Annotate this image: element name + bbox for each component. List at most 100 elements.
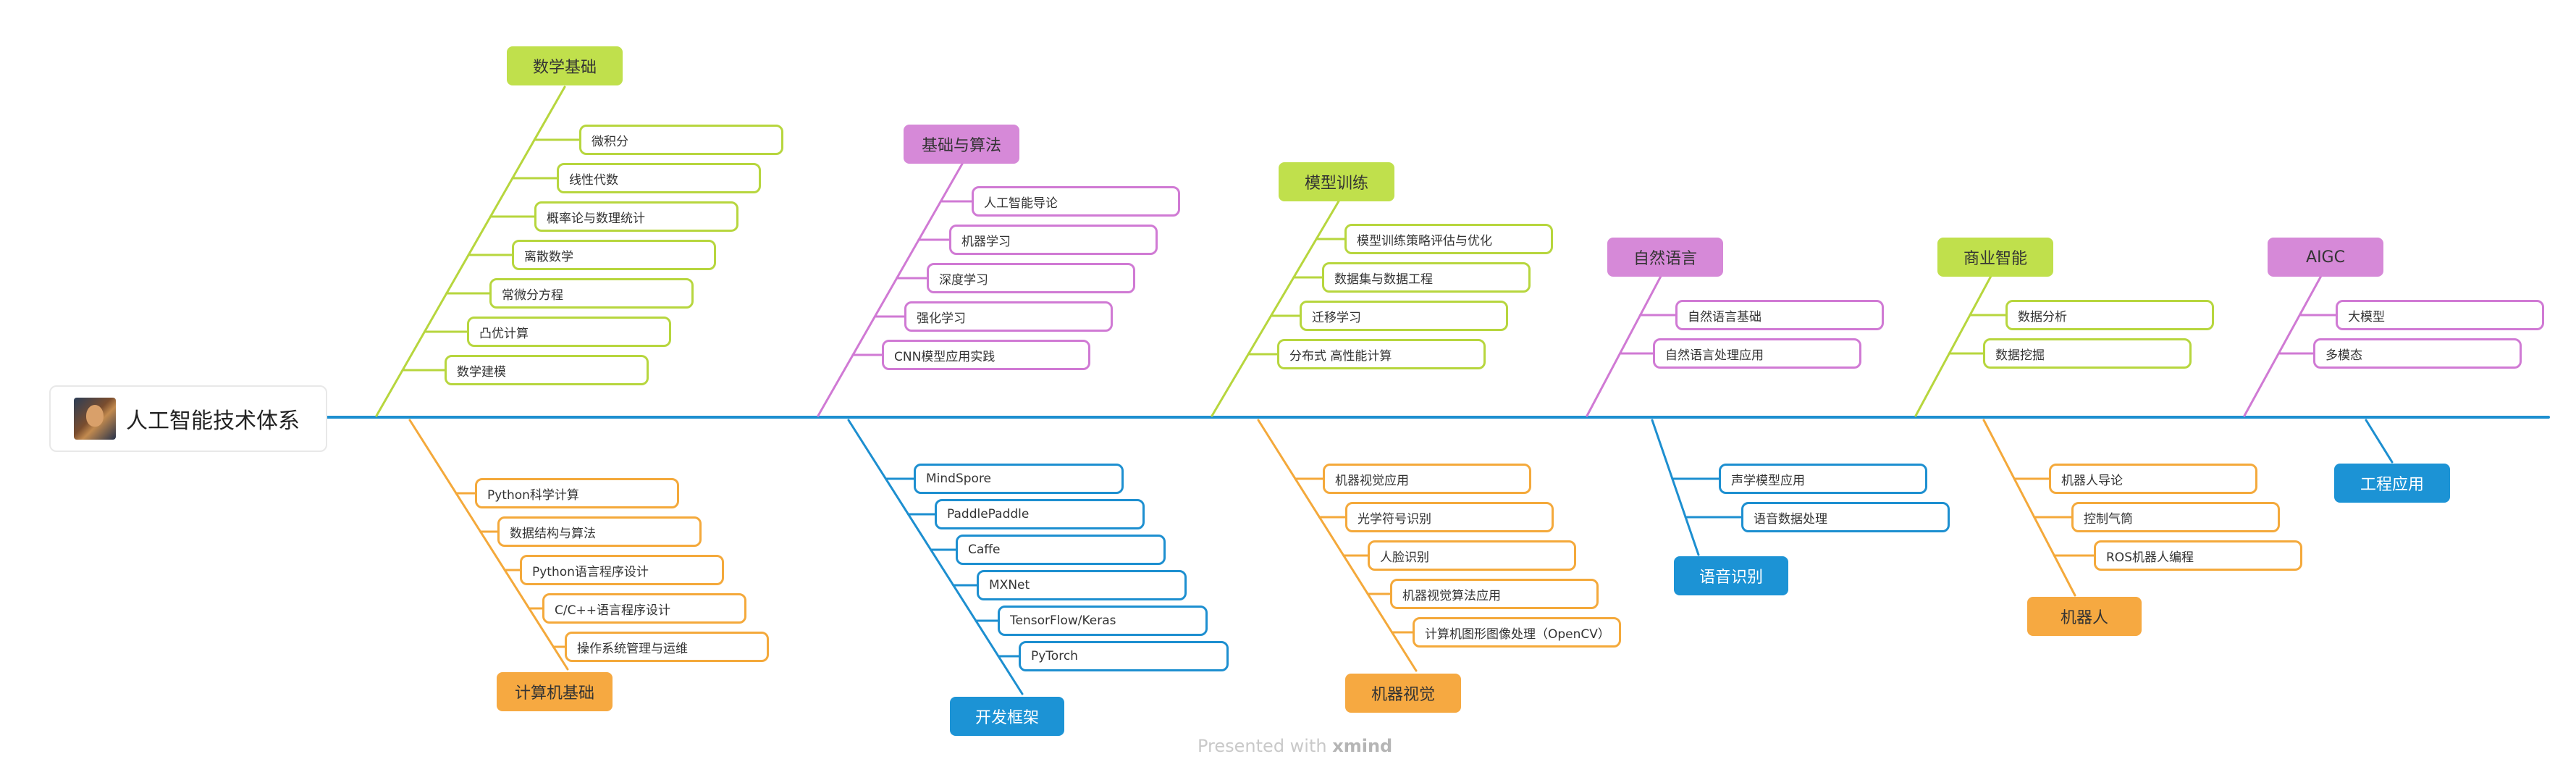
subtopic-label: 分布式 高性能计算 [1289,348,1392,364]
subtopic-0-3[interactable]: 离散数学 [512,240,716,270]
subtopic-label: 多模态 [2325,348,2362,363]
subtopic-2-2[interactable]: 深度学习 [927,263,1135,293]
subtopic-label: 人工智能导论 [984,196,1058,211]
branch-bone-9 [1982,419,2076,597]
subtopic-label: 机器学习 [961,234,1011,249]
branch-bone-0 [375,85,566,417]
branch-title: 机器视觉 [1371,686,1435,704]
subtopic-4-1[interactable]: 数据集与数据工程 [1322,262,1531,293]
subtopic-1-4[interactable]: 操作系统管理与运维 [565,632,769,662]
subtopic-label: 凸优计算 [479,326,529,341]
subtopic-1-3[interactable]: C/C++语言程序设计 [542,593,746,624]
subtopic-label: 常微分方程 [502,288,563,303]
branch-topic-6[interactable]: 自然语言 [1607,238,1723,277]
branch-topic-3[interactable]: 开发框架 [950,697,1064,736]
subtopic-3-5[interactable]: PyTorch [1019,641,1229,671]
branch-title: 开发框架 [975,709,1039,727]
subtopic-5-1[interactable]: 光学符号识别 [1345,502,1554,532]
subtopic-label: 机器视觉算法应用 [1402,588,1501,603]
branch-title: 模型训练 [1304,175,1368,193]
subtopic-4-2[interactable]: 迁移学习 [1300,301,1508,331]
subtopic-3-0[interactable]: MindSpore [914,464,1124,494]
subtopic-label: 数据分析 [2018,309,2067,324]
branch-bone-11 [2365,419,2394,464]
subtopic-5-3[interactable]: 机器视觉算法应用 [1390,579,1599,609]
branch-title: 基础与算法 [921,137,1001,155]
subtopic-8-1[interactable]: 数据挖掘 [1983,338,2192,369]
subtopic-label: 语音数据处理 [1754,511,1827,527]
subtopic-5-2[interactable]: 人脸识别 [1368,540,1576,571]
subtopic-0-6[interactable]: 数学建模 [445,355,649,385]
subtopic-label: 概率论与数理统计 [547,211,645,226]
branch-bone-6 [1586,267,1667,417]
branch-title: 自然语言 [1633,250,1697,268]
branch-bone-3 [847,419,1024,695]
branch-topic-9[interactable]: 机器人 [2027,597,2142,636]
subtopic-2-0[interactable]: 人工智能导论 [972,186,1180,217]
subtopic-0-1[interactable]: 线性代数 [557,163,761,193]
branch-topic-1[interactable]: 计算机基础 [497,672,613,711]
branch-topic-5[interactable]: 机器视觉 [1345,674,1461,713]
subtopic-3-2[interactable]: Caffe [956,535,1166,565]
subtopic-9-2[interactable]: ROS机器人编程 [2094,540,2302,571]
root-title: 人工智能技术体系 [126,409,300,434]
branch-topic-8[interactable]: 商业智能 [1937,238,2053,277]
subtopic-5-4[interactable]: 计算机图形图像处理（OpenCV） [1413,617,1621,648]
subtopic-1-2[interactable]: Python语言程序设计 [520,555,724,585]
subtopic-3-3[interactable]: MXNet [977,570,1187,600]
subtopic-2-4[interactable]: CNN模型应用实践 [882,340,1090,370]
subtopic-1-1[interactable]: 数据结构与算法 [497,516,702,547]
subtopic-label: 数据挖掘 [1995,348,2045,363]
subtopic-label: 微积分 [592,134,628,149]
subtopic-0-4[interactable]: 常微分方程 [489,278,694,309]
branch-topic-2[interactable]: 基础与算法 [904,125,1019,164]
subtopic-label: Caffe [968,542,1001,557]
subtopic-10-1[interactable]: 多模态 [2313,338,2522,369]
subtopic-4-3[interactable]: 分布式 高性能计算 [1277,339,1486,369]
subtopic-label: 计算机图形图像处理（OpenCV） [1425,627,1610,642]
subtopic-10-0[interactable]: 大模型 [2336,300,2544,330]
subtopic-label: 机器人导论 [2061,473,2123,488]
subtopic-4-0[interactable]: 模型训练策略评估与优化 [1344,224,1553,254]
footer-brand: xmind [1332,736,1393,756]
avatar [74,398,116,440]
branch-topic-10[interactable]: AIGC [2268,238,2383,277]
branch-title: 语音识别 [1699,569,1763,587]
footer-credit: Presented with xmind [1197,736,1392,756]
branch-title: 计算机基础 [514,684,594,703]
subtopic-0-2[interactable]: 概率论与数理统计 [534,201,738,232]
subtopic-6-1[interactable]: 自然语言处理应用 [1653,338,1861,369]
subtopic-9-1[interactable]: 控制气筒 [2071,502,2280,532]
subtopic-7-0[interactable]: 声学模型应用 [1719,464,1927,494]
subtopic-label: C/C++语言程序设计 [555,603,670,618]
subtopic-6-0[interactable]: 自然语言基础 [1675,300,1884,330]
branch-title: 商业智能 [1963,250,2027,268]
branch-topic-4[interactable]: 模型训练 [1279,162,1394,201]
branch-topic-7[interactable]: 语音识别 [1674,556,1788,595]
subtopic-8-0[interactable]: 数据分析 [2005,300,2214,330]
subtopic-label: TensorFlow/Keras [1010,613,1116,628]
branch-title: 工程应用 [2360,476,2424,494]
subtopic-label: 声学模型应用 [1731,473,1805,488]
root-topic[interactable]: 人工智能技术体系 [49,385,327,452]
subtopic-2-1[interactable]: 机器学习 [949,225,1158,255]
subtopic-label: MXNet [989,578,1030,592]
subtopic-0-0[interactable]: 微积分 [579,125,783,155]
subtopic-label: 数据结构与算法 [510,526,596,541]
branch-topic-0[interactable]: 数学基础 [507,46,623,85]
subtopic-1-0[interactable]: Python科学计算 [475,478,679,508]
subtopic-label: 操作系统管理与运维 [577,641,688,656]
subtopic-7-1[interactable]: 语音数据处理 [1741,502,1950,532]
subtopic-0-5[interactable]: 凸优计算 [467,317,671,347]
subtopic-5-0[interactable]: 机器视觉应用 [1323,464,1531,494]
subtopic-label: 控制气筒 [2084,511,2133,527]
subtopic-9-0[interactable]: 机器人导论 [2049,464,2257,494]
subtopic-3-1[interactable]: PaddlePaddle [935,499,1145,529]
branch-topic-11[interactable]: 工程应用 [2334,464,2450,503]
subtopic-2-3[interactable]: 强化学习 [904,301,1113,332]
branch-bone-10 [2243,267,2327,417]
subtopic-3-4[interactable]: TensorFlow/Keras [998,606,1208,636]
subtopic-label: 光学符号识别 [1358,511,1431,527]
subtopic-label: PyTorch [1031,649,1078,663]
